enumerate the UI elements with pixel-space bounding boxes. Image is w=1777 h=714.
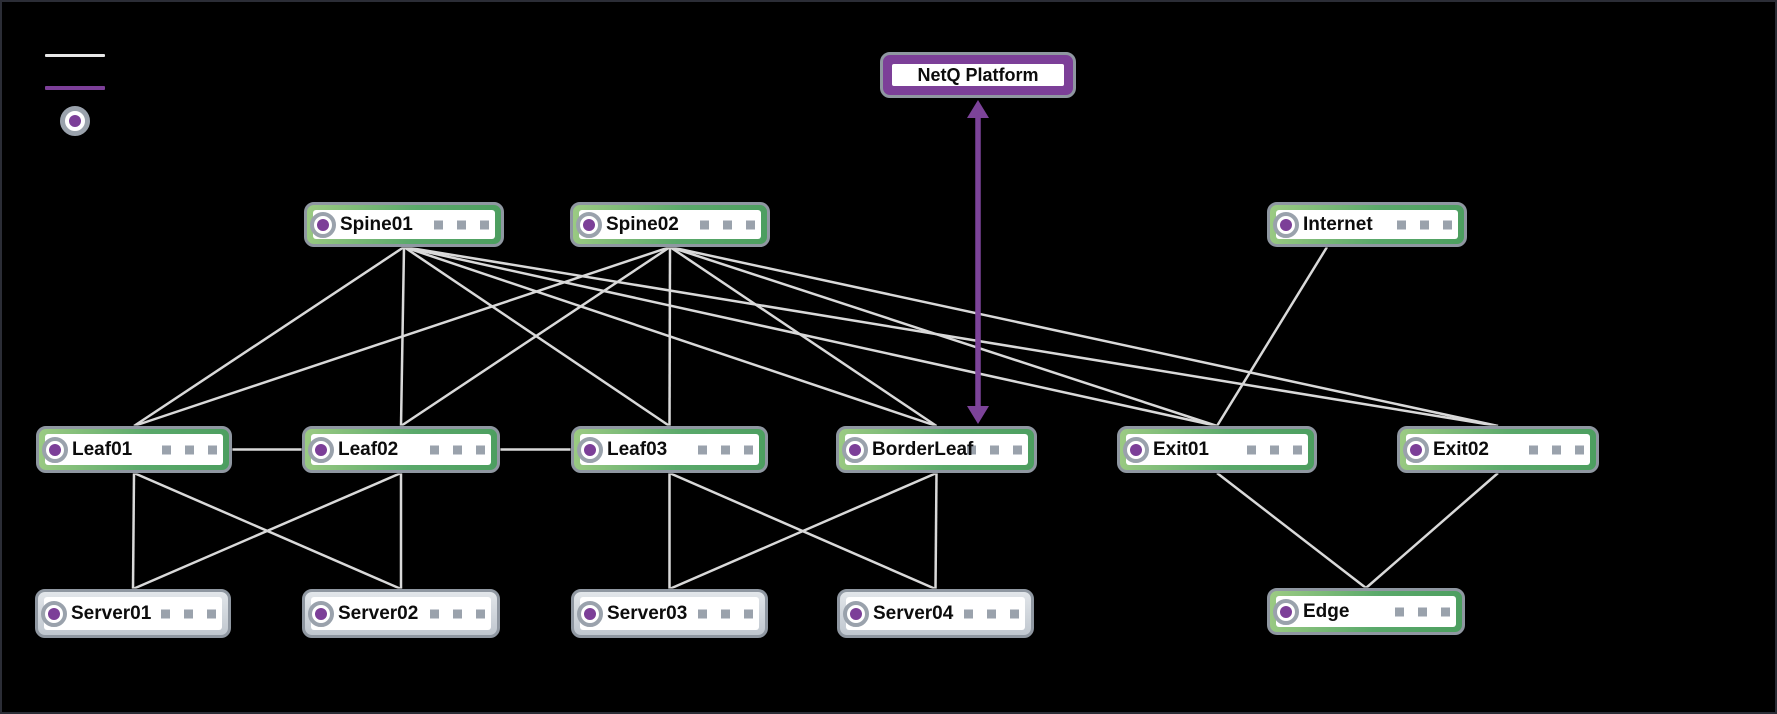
port-indicator-icons	[162, 445, 217, 454]
physical-link-exit02-edge	[1365, 472, 1499, 589]
node-edge[interactable]: Edge	[1267, 588, 1465, 635]
node-server03[interactable]: Server03	[571, 589, 768, 638]
node-server02[interactable]: Server02	[302, 589, 500, 638]
device-status-icon	[1403, 436, 1429, 463]
device-status-icon	[843, 600, 869, 627]
analytics-link-netq-borderleaf	[967, 100, 989, 424]
node-label: Server02	[338, 602, 419, 624]
physical-link-internet-exit01	[1215, 246, 1329, 427]
device-status-icon	[41, 600, 67, 627]
port-indicator-icons	[967, 445, 1022, 454]
physical-link-spine02-leaf03	[668, 246, 672, 427]
device-status-icon	[308, 600, 334, 627]
device-status-icon	[576, 211, 602, 238]
legend-analytics-link-swatch	[45, 86, 105, 90]
physical-link-spine01-leaf01	[133, 245, 405, 428]
node-label: NetQ Platform	[917, 64, 1039, 85]
port-indicator-icons	[1397, 220, 1452, 229]
legend-physical-link-swatch	[45, 54, 105, 57]
platform-label-panel: NetQ Platform	[892, 64, 1064, 86]
node-leaf01[interactable]: Leaf01	[36, 426, 232, 473]
node-label: Server03	[607, 602, 688, 624]
node-label: Server04	[873, 602, 954, 624]
legend-device-icon	[60, 106, 90, 136]
physical-link-spine02-exit02	[669, 245, 1499, 428]
node-label: Exit02	[1433, 438, 1489, 460]
physical-link-spine02-exit01	[669, 245, 1218, 428]
node-label: Internet	[1303, 213, 1373, 235]
device-status-icon	[842, 436, 868, 463]
node-server01[interactable]: Server01	[35, 589, 231, 638]
node-label: Leaf03	[607, 438, 668, 460]
device-status-icon	[1273, 211, 1299, 238]
physical-link-leaf02-server01	[132, 471, 402, 591]
physical-link-spine02-leaf02	[400, 245, 671, 428]
node-exit02[interactable]: Exit02	[1397, 426, 1599, 473]
node-borderleaf[interactable]: BorderLeaf	[836, 426, 1037, 473]
node-label: Leaf01	[72, 438, 133, 460]
node-leaf03[interactable]: Leaf03	[571, 426, 768, 473]
node-label: Leaf02	[338, 438, 399, 460]
port-indicator-icons	[430, 609, 485, 618]
node-label: Exit01	[1153, 438, 1209, 460]
physical-link-borderleaf-server04	[934, 472, 938, 590]
device-status-icon	[308, 436, 334, 463]
device-status-icon	[577, 600, 603, 627]
port-indicator-icons	[1395, 607, 1450, 616]
arrowhead-up-icon	[967, 100, 989, 118]
port-indicator-icons	[430, 445, 485, 454]
physical-link-spine02-borderleaf	[669, 245, 938, 428]
physical-link-exit01-edge	[1216, 472, 1367, 589]
physical-link-borderleaf-server03	[669, 471, 937, 591]
port-indicator-icons	[698, 445, 753, 454]
port-indicator-icons	[1247, 445, 1302, 454]
node-label: Edge	[1303, 600, 1350, 622]
node-leaf02[interactable]: Leaf02	[302, 426, 500, 473]
port-indicator-icons	[700, 220, 755, 229]
physical-link-spine02-leaf01	[133, 245, 671, 428]
node-internet[interactable]: Internet	[1267, 202, 1467, 247]
node-label: Spine02	[606, 213, 679, 235]
physical-link-spine01-exit01	[403, 245, 1218, 428]
arrowhead-down-icon	[967, 406, 989, 424]
node-label: Spine01	[340, 213, 413, 235]
port-indicator-icons	[1529, 445, 1584, 454]
node-server04[interactable]: Server04	[837, 589, 1034, 638]
physical-link-spine01-exit02	[403, 245, 1499, 428]
port-indicator-icons	[964, 609, 1019, 618]
device-status-icon	[310, 211, 336, 238]
node-exit01[interactable]: Exit01	[1117, 426, 1317, 473]
device-status-icon	[1273, 598, 1299, 625]
device-status-icon	[42, 436, 68, 463]
node-spine02[interactable]: Spine02	[570, 202, 770, 247]
node-label: Server01	[71, 602, 152, 624]
physical-link-leaf01-server01	[131, 472, 136, 590]
port-indicator-icons	[698, 609, 753, 618]
node-spine01[interactable]: Spine01	[304, 202, 504, 247]
port-indicator-icons	[434, 220, 489, 229]
node-netq[interactable]: NetQ Platform	[880, 52, 1076, 98]
port-indicator-icons	[161, 609, 216, 618]
device-status-icon	[1123, 436, 1149, 463]
node-label: BorderLeaf	[872, 438, 974, 460]
device-status-icon	[577, 436, 603, 463]
